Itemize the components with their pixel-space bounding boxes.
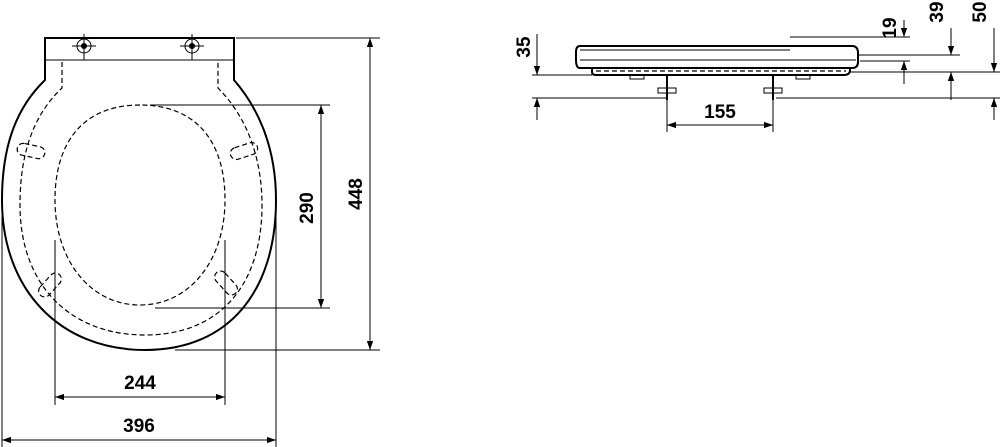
- side-hinge-left: [657, 75, 677, 132]
- dim-overall-width: 396: [2, 416, 276, 444]
- dim-hinge-spacing-label: 155: [704, 102, 736, 123]
- buffer-bottom-right: [214, 270, 238, 296]
- inner-rim-dashed: [19, 62, 263, 336]
- dim-inner-width: 244: [55, 373, 225, 401]
- seat-ring-outline: [591, 68, 851, 76]
- left-hinge: [72, 34, 96, 60]
- right-hinge: [180, 34, 204, 60]
- dim-overall-height-label: 448: [346, 178, 367, 210]
- dim-total-height: 50: [970, 1, 998, 120]
- dim-seat-height: 39: [927, 1, 955, 100]
- side-buffer-left: [629, 74, 645, 80]
- buffer-top-left: [16, 142, 46, 160]
- lid-outline: [575, 45, 859, 69]
- dim-lid-thickness-label: 19: [880, 17, 901, 38]
- seat-outline: [0, 37, 278, 352]
- inner-opening-dashed: [54, 104, 226, 306]
- side-hinge-right: [763, 75, 783, 132]
- side-buffer-right: [795, 74, 811, 80]
- front-view: 448 290 244 396: [0, 34, 380, 447]
- dim-lid-thickness: 19: [880, 17, 908, 84]
- dim-hinge-spacing: 155: [667, 102, 773, 129]
- dim-inner-width-label: 244: [124, 373, 156, 394]
- side-extension-lines: [532, 36, 1000, 99]
- dim-inner-opening-height-label: 290: [297, 192, 318, 224]
- dim-hinge-height: 35: [514, 34, 541, 120]
- front-extension-lines: [1, 37, 380, 447]
- dim-overall-height: 448: [346, 38, 374, 350]
- dim-seat-height-label: 39: [927, 1, 948, 22]
- side-view: 35 155 19 39 50: [514, 1, 1000, 132]
- dim-total-height-label: 50: [970, 1, 991, 22]
- dim-hinge-height-label: 35: [514, 36, 535, 58]
- dim-inner-opening-height: 290: [297, 105, 325, 308]
- dim-overall-width-label: 396: [123, 416, 155, 437]
- buffer-top-right: [229, 141, 259, 161]
